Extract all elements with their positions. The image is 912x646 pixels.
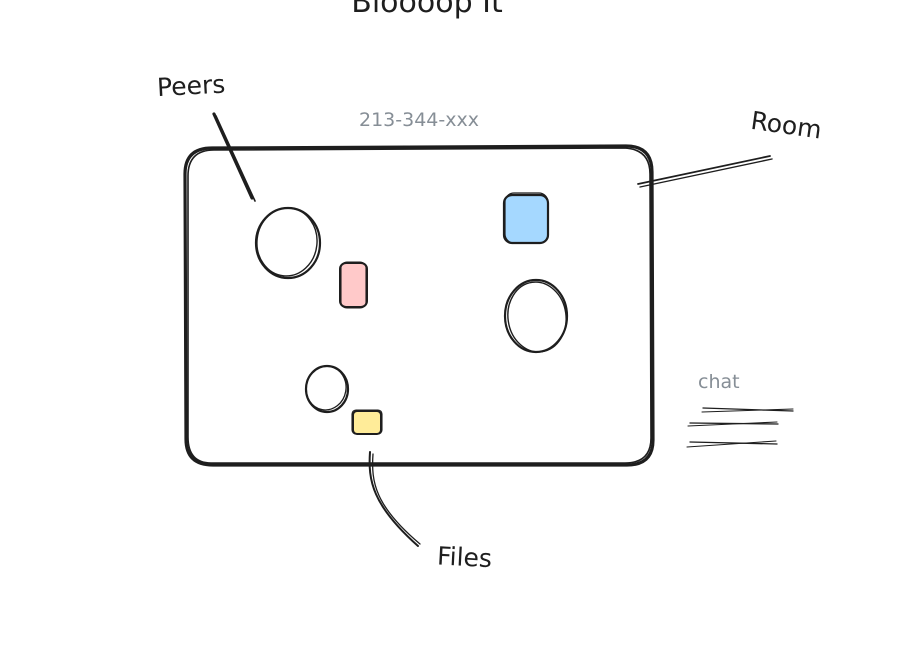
room-box <box>183 144 655 467</box>
peer-circle-left <box>254 206 322 280</box>
peers-arrow <box>212 112 256 202</box>
diagram-title: Bloooop It <box>351 0 503 20</box>
peer-circle-right <box>503 278 569 354</box>
files-arrow <box>368 451 421 547</box>
room-label: Room <box>749 106 824 145</box>
chat-lines <box>686 407 794 448</box>
peer-circle-small <box>304 364 350 414</box>
room-arrow <box>637 155 773 188</box>
files-label: Files <box>436 541 492 573</box>
chat-label: chat <box>698 371 740 393</box>
room-id-label: 213-344-xxx <box>359 109 479 131</box>
file-yellow <box>351 409 383 435</box>
file-blue <box>502 192 550 245</box>
file-pink <box>339 261 368 309</box>
peers-label: Peers <box>156 70 226 103</box>
